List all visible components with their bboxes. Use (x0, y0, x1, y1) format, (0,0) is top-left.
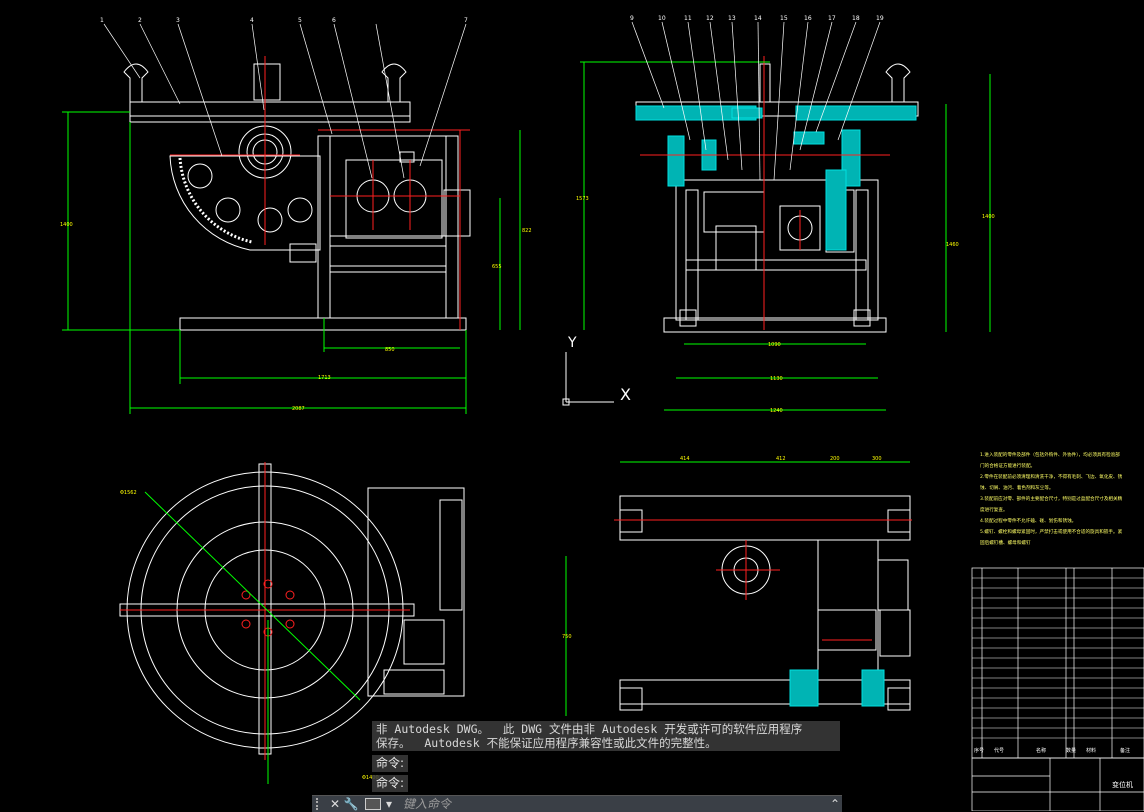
chevron-down-icon[interactable]: ▾ (385, 797, 393, 811)
balloon: 7 (464, 17, 468, 24)
dim-diameter: Φ1400 (362, 775, 379, 781)
header-cell: 序号 (974, 747, 984, 754)
note-line: 固后螺钉槽、螺母和螺钉 (980, 539, 1031, 546)
parts-list (971, 567, 1144, 811)
balloon: 15 (780, 15, 788, 22)
dim-diameter: Φ1562 (120, 490, 137, 496)
balloon: 14 (754, 15, 762, 22)
header-cell: 名称 (1036, 747, 1046, 754)
dim-width: 850 (385, 347, 395, 353)
balloon: 6 (332, 17, 336, 24)
dim-width: 2087 (292, 406, 305, 412)
balloon: 19 (876, 15, 884, 22)
plan-dimensions (565, 461, 910, 716)
side-leaders (631, 21, 881, 181)
close-icon[interactable]: ✕ (329, 797, 341, 811)
side-centerlines (640, 56, 890, 330)
command-input[interactable] (401, 796, 828, 812)
front-dimensions (62, 111, 521, 414)
ucs-icon (562, 352, 614, 406)
plan-hatch (789, 669, 885, 707)
chevron-up-icon[interactable]: ⌃ (829, 797, 841, 811)
parts-list-header: 序号 代号 名称 数量 材料 备注 (974, 747, 1130, 754)
header-cell: 材料 (1086, 747, 1096, 754)
dim-height: 1400 (60, 222, 73, 228)
command-prompt-icon[interactable] (365, 798, 381, 810)
parts-list-rows (972, 577, 1144, 739)
technical-notes: 1.进入装配的零件及部件（包括外购件、外协件），均必须具有检验部 门的合格证方能… (980, 451, 1123, 546)
side-view (635, 63, 919, 333)
front-leaders (103, 23, 467, 179)
dim-width: 1130 (770, 376, 783, 382)
header-cell: 数量 (1066, 747, 1076, 754)
dim-height: 1573 (576, 196, 589, 202)
balloon: 13 (728, 15, 736, 22)
note-line: 5.螺钉、螺栓和螺母紧固时，严禁打击或使用不合适的旋具和扳手。紧 (980, 528, 1123, 535)
dim-width: 412 (776, 456, 786, 462)
balloon: 1 (100, 17, 104, 24)
note-line: 门的合格证方能进行装配。 (980, 462, 1035, 469)
note-line: 3.装配前应对零、部件的主要配合尺寸，特别是过盈配合尺寸及相关精 (980, 495, 1123, 502)
front-view (123, 63, 471, 331)
dim-width: 1240 (770, 408, 783, 414)
command-history-line: 命令: (372, 775, 409, 792)
grip-handle[interactable] (316, 798, 324, 810)
dim-height: 1460 (946, 242, 959, 248)
balloon: 12 (706, 15, 714, 22)
dwg-warning-message: 非 Autodesk DWG。 此 DWG 文件由非 Autodesk 开发或许… (372, 721, 840, 751)
ucs-y-label: Y (567, 335, 577, 351)
side-balloons: 9 10 11 12 13 14 15 16 17 18 19 (630, 15, 884, 22)
dim-width: 200 (830, 456, 840, 462)
header-cell: 备注 (1120, 747, 1130, 754)
note-line: 度进行复查。 (980, 506, 1008, 513)
dim-width: 1713 (318, 375, 331, 381)
plan-view (619, 495, 911, 711)
dim-height: 750 (562, 634, 572, 640)
front-centerlines (170, 56, 470, 330)
plan-centerlines (614, 519, 912, 641)
side-hatch (635, 105, 917, 251)
balloon: 2 (138, 17, 142, 24)
side-dim-text: 1573 1460 1400 1090 1130 1240 (576, 196, 995, 414)
top-dimensions (144, 491, 361, 784)
balloon: 10 (658, 15, 666, 22)
wrench-icon[interactable]: 🔧 (343, 797, 359, 811)
front-balloons: 1 2 3 4 5 6 7 (100, 17, 468, 24)
top-view (119, 463, 465, 755)
dim-height: 822 (522, 228, 532, 234)
dim-height: 1400 (982, 214, 995, 220)
command-history-line: 命令: (372, 755, 409, 772)
plan-dim-text: 414 412 200 300 750 (562, 456, 882, 640)
balloon: 16 (804, 15, 812, 22)
note-line: 2.零件在装配前必须清理和清洗干净，不得有毛刺、飞边、氧化皮、锈 (980, 473, 1123, 480)
dim-width: 414 (680, 456, 690, 462)
balloon: 3 (176, 17, 180, 24)
side-dimensions (580, 61, 991, 411)
ucs-x-label: X (620, 385, 631, 404)
balloon: 11 (684, 15, 692, 22)
header-cell: 代号 (994, 747, 1004, 754)
balloon: 18 (852, 15, 860, 22)
front-dim-text: 1400 822 655 850 1713 2087 (60, 222, 532, 412)
dim-width: 1090 (768, 342, 781, 348)
balloon: 5 (298, 17, 302, 24)
balloon: 17 (828, 15, 836, 22)
balloon: 9 (630, 15, 634, 22)
note-line: 1.进入装配的零件及部件（包括外购件、外协件），均必须具有检验部 (980, 451, 1120, 458)
note-line: 4.装配过程中零件不允许磕、碰、划伤和锈蚀。 (980, 517, 1076, 524)
dim-width: 300 (872, 456, 882, 462)
dim-height: 655 (492, 264, 502, 270)
title-block-name: 变位机 (1112, 780, 1133, 789)
balloon: 4 (250, 17, 254, 24)
command-line-bar: ✕ 🔧 ▾ ⌃ (312, 795, 842, 812)
top-centerlines (120, 462, 410, 760)
note-line: 蚀、切屑、油污、着色剂和灰尘等。 (980, 484, 1054, 491)
